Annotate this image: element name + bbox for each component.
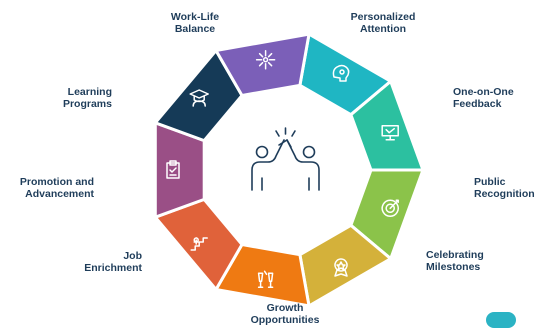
segment-learning-programs bbox=[214, 32, 311, 97]
stairs-icon bbox=[190, 237, 208, 251]
brain-gear-icon bbox=[332, 64, 350, 82]
watermark-badge bbox=[486, 312, 516, 328]
champagne-icon bbox=[257, 270, 274, 289]
network-icon bbox=[255, 49, 276, 70]
clipboard-icon bbox=[166, 160, 180, 179]
award-icon bbox=[334, 258, 348, 277]
target-icon bbox=[381, 199, 399, 218]
presentation-icon bbox=[381, 124, 399, 141]
segment-ring bbox=[153, 32, 425, 308]
segment-icons bbox=[166, 49, 399, 289]
high-five-icon bbox=[251, 127, 320, 191]
graduate-icon bbox=[189, 89, 209, 107]
